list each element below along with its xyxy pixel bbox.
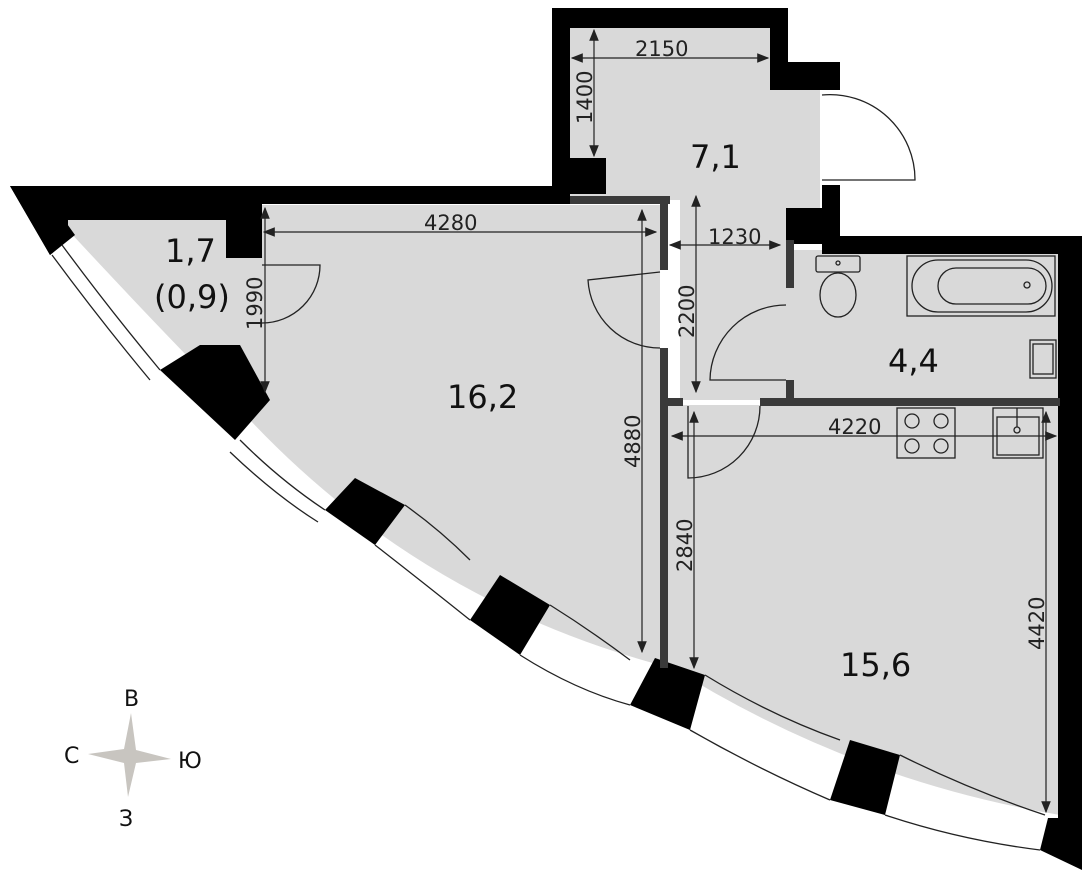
dim-wardrobe-depth: 1990 [243,277,267,330]
dim-hall-width: 2150 [635,37,688,61]
room-subarea-wardrobe: (0,9) [154,278,230,316]
dim-kitchen-depth-right: 4420 [1025,597,1049,650]
compass-west: З [119,807,133,832]
dimension-lines [260,28,1058,814]
dim-corridor-length: 2200 [675,285,699,338]
dim-living-depth: 4880 [621,415,645,468]
compass: В С Ю З [64,687,202,832]
room-area-wardrobe: 1,7 [165,232,216,270]
bathroom-door [709,304,787,381]
dim-corridor-width: 1230 [708,225,761,249]
toilet-icon [815,255,861,318]
dim-hall-depth: 1400 [573,71,597,124]
windows [51,244,1046,851]
partitions [570,196,1060,668]
dim-living-width: 4280 [424,211,477,235]
dim-kitchen-width: 4220 [828,415,881,439]
compass-north: С [64,744,79,769]
room-labels: 7,1 1,7 (0,9) 16,2 4,4 15,6 [154,138,939,684]
room-area-kitchen: 15,6 [840,646,911,684]
dim-kitchen-depth-left: 2840 [673,519,697,572]
floor-area [68,28,1060,815]
sink-icon [1029,339,1057,379]
exterior-walls [10,8,1082,870]
wardrobe-door [261,264,321,324]
compass-south: Ю [178,749,202,774]
entrance-door [821,93,916,181]
dimension-labels: 2150 1400 1230 2200 4280 4880 1990 4220 … [243,37,1049,650]
room-area-living: 16,2 [447,378,518,416]
room-area-bathroom: 4,4 [888,342,939,380]
doors [261,93,916,479]
room-area-hall: 7,1 [690,138,741,176]
compass-east: В [124,687,139,712]
compass-star-icon [88,713,171,797]
bathtub-icon [906,255,1056,317]
